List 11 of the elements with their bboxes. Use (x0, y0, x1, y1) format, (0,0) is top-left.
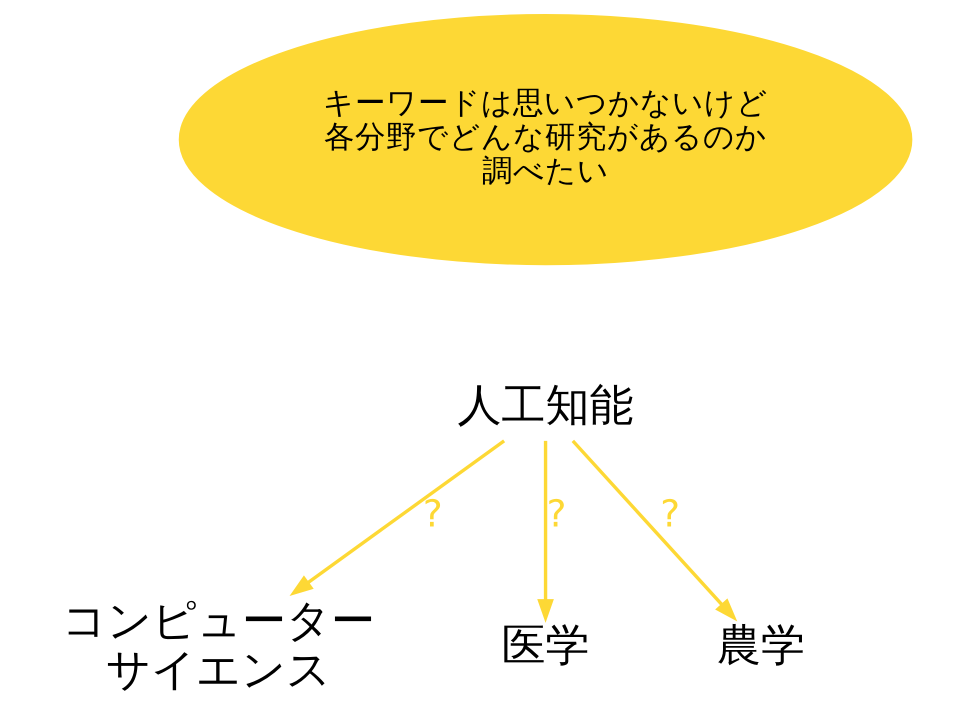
arrow (537, 440, 554, 623)
node-text: コンピューターサイエンス (62, 595, 375, 696)
edge-label: ? (660, 491, 680, 536)
node-text: 医学 (502, 620, 590, 671)
arrow (290, 440, 506, 596)
edge-label: ? (546, 491, 566, 536)
node-text: 人工知能 (458, 380, 634, 431)
node-ellipse: キーワードは思いつかないけど各分野でどんな研究があるのか調べたい (178, 14, 912, 266)
edge-label: ? (422, 491, 443, 536)
node-text: 農学 (716, 620, 805, 671)
arrow (572, 440, 738, 622)
